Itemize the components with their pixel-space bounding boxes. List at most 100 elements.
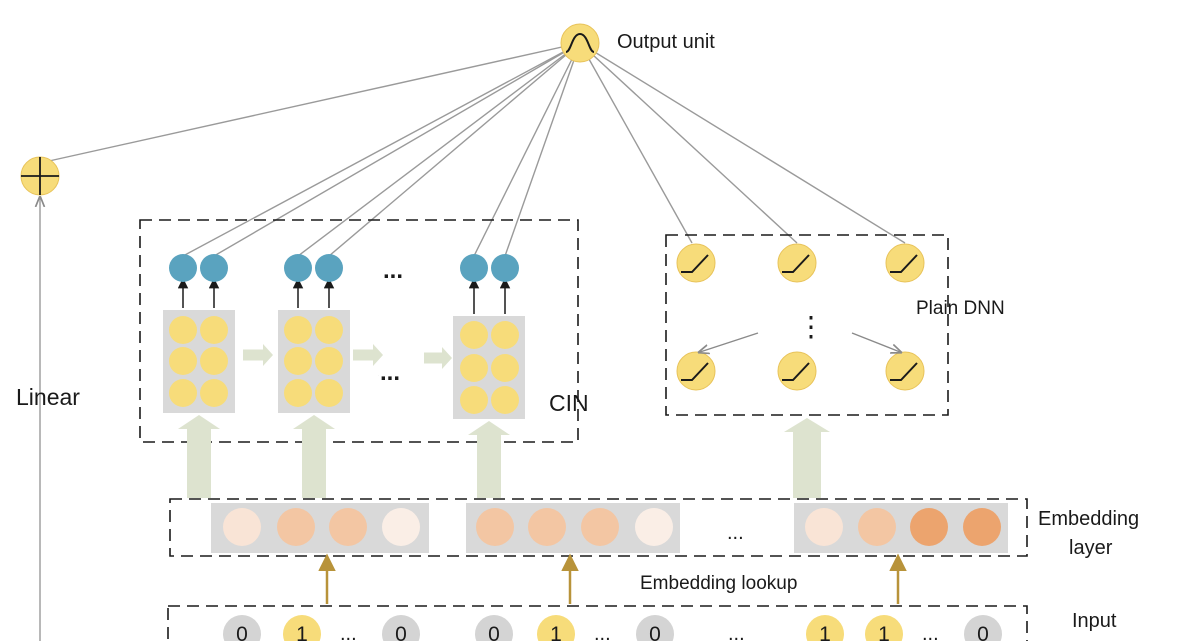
output-unit-node bbox=[560, 23, 600, 63]
cin-output-node bbox=[491, 254, 519, 282]
cin-feature-unit bbox=[315, 316, 343, 344]
embedding-layer-label-line2: layer bbox=[1069, 537, 1113, 559]
cin-feature-unit bbox=[491, 386, 519, 414]
input-feature-value: 1 bbox=[819, 623, 831, 641]
cin-flow-arrow bbox=[424, 347, 452, 369]
input-feature-node bbox=[382, 615, 420, 641]
relu-icon bbox=[782, 254, 810, 273]
input-feature-value: 0 bbox=[395, 623, 407, 641]
dnn-unit bbox=[885, 243, 925, 283]
embedding-to-dnn-arrow bbox=[784, 418, 830, 498]
embedding-unit bbox=[277, 508, 315, 546]
input-feature-value: 1 bbox=[296, 623, 308, 641]
embedding-unit bbox=[805, 508, 843, 546]
embedding-ellipsis: ... bbox=[727, 522, 744, 544]
dnn-unit bbox=[777, 243, 817, 283]
embedding-layer-box bbox=[169, 498, 1028, 557]
cin-output-node bbox=[460, 254, 488, 282]
embedding-unit bbox=[476, 508, 514, 546]
cin-feature-unit bbox=[200, 316, 228, 344]
input-label: Input bbox=[1072, 610, 1117, 632]
relu-icon bbox=[681, 362, 709, 381]
output-to-cin-edge bbox=[504, 42, 581, 257]
cin-flow-arrow bbox=[243, 344, 273, 366]
plain-dnn-label: Plain DNN bbox=[916, 298, 1005, 319]
input-feature-value: 0 bbox=[488, 623, 500, 641]
relu-icon bbox=[890, 254, 918, 273]
plus-icon bbox=[21, 157, 59, 195]
input-ellipsis: ... bbox=[594, 623, 611, 641]
cin-feature-unit bbox=[169, 316, 197, 344]
dnn-connection-arrow bbox=[700, 332, 759, 352]
embedding-unit bbox=[382, 508, 420, 546]
cin-output-node bbox=[315, 254, 343, 282]
output-to-cin-edge bbox=[182, 42, 581, 257]
cin-output-node bbox=[169, 254, 197, 282]
dnn-unit bbox=[885, 351, 925, 391]
cin-feature-unit bbox=[315, 379, 343, 407]
input-feature-node bbox=[283, 615, 321, 641]
input-feature-node bbox=[537, 615, 575, 641]
dnn-unit bbox=[676, 243, 716, 283]
relu-icon bbox=[681, 254, 709, 273]
dnn-box bbox=[665, 234, 949, 416]
relu-icon bbox=[782, 362, 810, 381]
input-ellipsis: ... bbox=[922, 623, 939, 641]
input-ellipsis: ... bbox=[340, 623, 357, 641]
cin-top-ellipsis: ... bbox=[383, 257, 403, 284]
input-feature-value: 0 bbox=[649, 623, 661, 641]
cin-feature-unit bbox=[315, 347, 343, 375]
input-feature-node bbox=[865, 615, 903, 641]
output-to-cin-edge bbox=[297, 42, 581, 257]
input-feature-node bbox=[475, 615, 513, 641]
input-feature-value: 1 bbox=[550, 623, 562, 641]
linear-label: Linear bbox=[16, 384, 80, 410]
input-feature-node bbox=[636, 615, 674, 641]
output-to-dnn-edge bbox=[579, 42, 693, 244]
cin-feature-unit bbox=[169, 379, 197, 407]
input-feature-node bbox=[223, 615, 261, 641]
input-feature-node bbox=[806, 615, 844, 641]
output-to-cin-edge bbox=[473, 42, 581, 257]
dnn-unit bbox=[676, 351, 716, 391]
cin-feature-unit bbox=[460, 386, 488, 414]
cin-flow-arrow bbox=[353, 344, 383, 366]
cin-output-node bbox=[284, 254, 312, 282]
cin-feature-unit bbox=[284, 347, 312, 375]
cin-feature-unit bbox=[491, 321, 519, 349]
relu-icon bbox=[890, 362, 918, 381]
cin-feature-unit bbox=[460, 321, 488, 349]
output-to-linear-edge bbox=[39, 42, 581, 164]
embedding-unit bbox=[528, 508, 566, 546]
dnn-vdots: ⋮ bbox=[797, 311, 825, 342]
input-feature-value: 1 bbox=[878, 623, 890, 641]
diagram-shapes bbox=[20, 23, 1008, 604]
input-feature-value: 0 bbox=[236, 623, 248, 641]
embedding-unit bbox=[858, 508, 896, 546]
cin-feature-unit bbox=[284, 379, 312, 407]
cin-feature-unit bbox=[284, 316, 312, 344]
input-ellipsis: ... bbox=[728, 623, 745, 641]
cin-mid-ellipsis: ... bbox=[380, 359, 400, 386]
output-unit-label: Output unit bbox=[617, 31, 715, 53]
connection-edges bbox=[39, 42, 906, 641]
cin-feature-unit bbox=[169, 347, 197, 375]
embedding-layer-label-line1: Embedding bbox=[1038, 508, 1139, 530]
cin-box bbox=[139, 219, 579, 443]
dnn-unit bbox=[777, 351, 817, 391]
cin-arrow-ellipsis: ... bbox=[378, 375, 380, 377]
embedding-lookup-label: Embedding lookup bbox=[640, 573, 797, 594]
embedding-to-cin-arrow bbox=[178, 415, 220, 498]
sigmoid-icon bbox=[565, 32, 595, 53]
cin-feature-unit bbox=[491, 354, 519, 382]
cin-feature-unit bbox=[200, 379, 228, 407]
input-feature-node bbox=[964, 615, 1002, 641]
embedding-to-cin-arrow bbox=[468, 421, 510, 498]
cin-output-node bbox=[200, 254, 228, 282]
embedding-unit bbox=[329, 508, 367, 546]
embedding-unit bbox=[963, 508, 1001, 546]
cin-feature-unit bbox=[200, 347, 228, 375]
output-to-dnn-edge bbox=[579, 42, 906, 244]
